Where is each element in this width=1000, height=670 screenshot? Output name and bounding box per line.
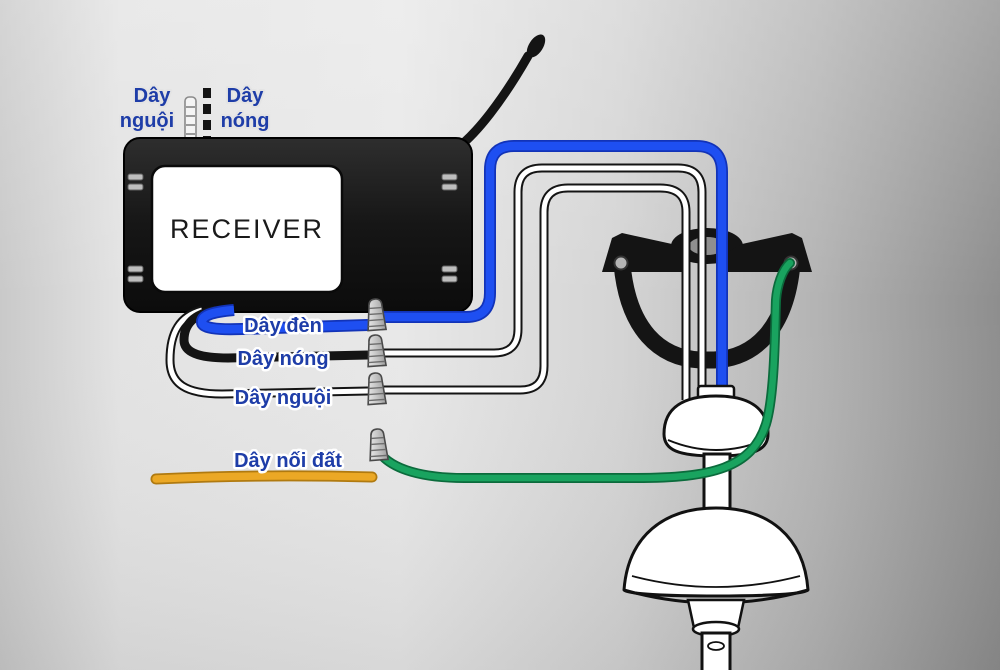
label-hot-wire: Dây nóng	[237, 348, 328, 370]
label-neutral-wire: Dây nguội	[235, 387, 332, 409]
wire-nut-ground	[369, 428, 390, 462]
hanger-ball	[662, 394, 770, 458]
wire-nut-hot	[367, 334, 388, 368]
label-top-neutral-line1: Dây	[134, 85, 172, 107]
house-light-wire	[380, 140, 728, 404]
receiver-label: RECEIVER	[170, 214, 324, 244]
canopy	[622, 506, 810, 598]
label-light-wire: Dây đèn	[244, 315, 322, 337]
label-ground-wire: Dây nối đất	[234, 450, 342, 472]
fan-assembly	[622, 384, 810, 670]
ground-green-wire	[374, 258, 795, 483]
house-neutral-wire	[380, 183, 691, 400]
ground-orange-wire	[150, 470, 378, 485]
receiver-neutral-wire	[165, 305, 369, 399]
wire-nut-light	[367, 298, 388, 332]
downrod	[700, 631, 732, 670]
label-top-hot-line1: Dây	[227, 85, 265, 107]
downrod-hole	[707, 641, 725, 651]
label-top-hot-line2: nóng	[221, 110, 270, 132]
canopy-seam	[631, 575, 801, 588]
house-hot-wire	[380, 163, 707, 400]
receiver-light-wire	[195, 304, 369, 336]
wire-nut-neutral	[367, 372, 388, 406]
neutral-stub	[184, 96, 197, 144]
mounting-clips	[127, 173, 458, 283]
antenna-tip	[526, 34, 546, 58]
receiver-box: RECEIVER	[123, 137, 473, 313]
bracket-screw-left	[613, 255, 629, 271]
receiver-label-plate	[150, 164, 344, 294]
label-top-neutral-line2: nguội	[120, 110, 174, 132]
